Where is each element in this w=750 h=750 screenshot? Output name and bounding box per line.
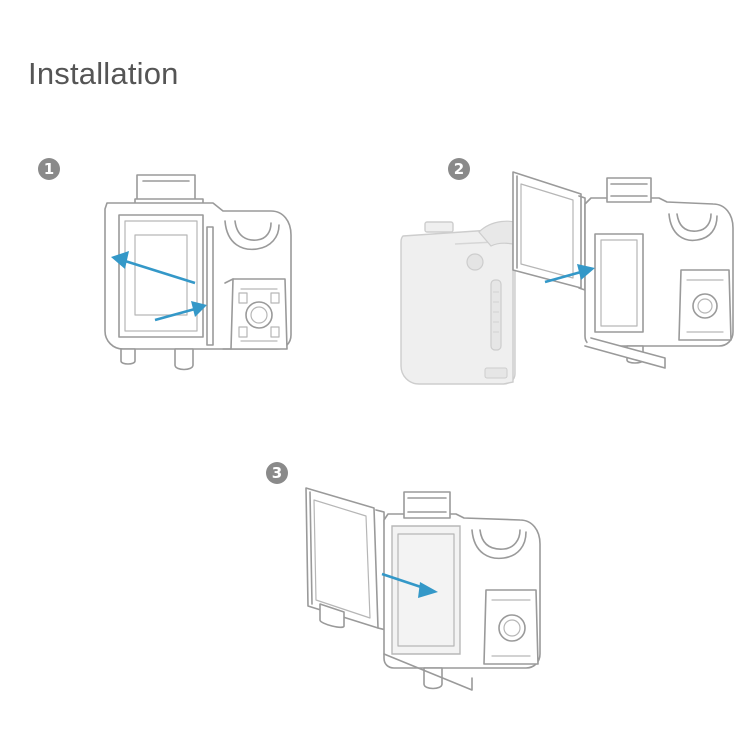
step-2-illustration	[400, 171, 734, 385]
page-title: Installation	[28, 56, 179, 91]
step-3-badge: 3	[266, 462, 288, 484]
step-2-badge: 2	[448, 158, 470, 180]
step-1-badge: 1	[38, 158, 60, 180]
step-1-illustration	[104, 174, 292, 371]
step-3-illustration	[305, 487, 541, 691]
